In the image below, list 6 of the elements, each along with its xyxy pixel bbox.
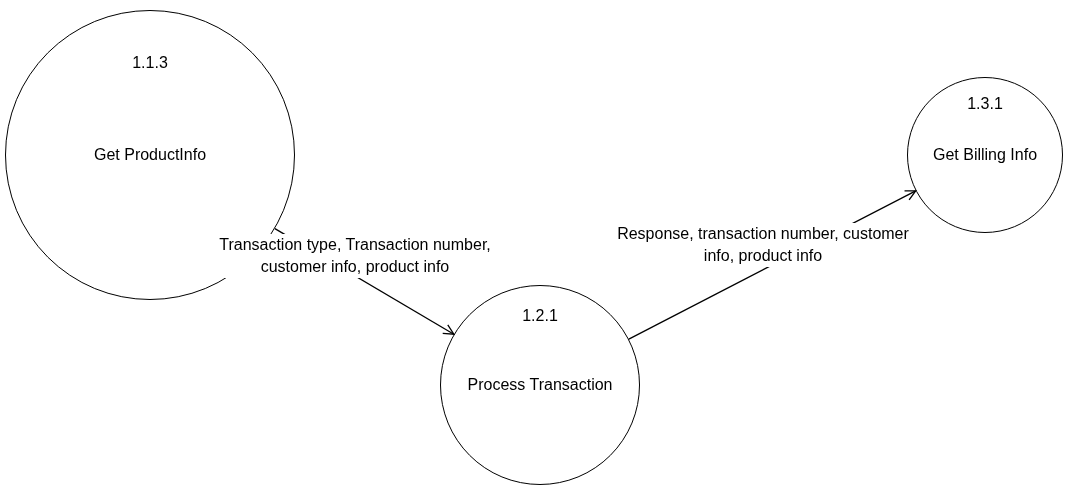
process-number: 1.2.1 bbox=[522, 306, 558, 326]
process-name: Process Transaction bbox=[467, 375, 613, 395]
process-name: Get ProductInfo bbox=[93, 145, 207, 165]
process-name: Get Billing Info bbox=[932, 145, 1038, 165]
process-number: 1.3.1 bbox=[967, 94, 1003, 114]
process-number: 1.1.3 bbox=[132, 53, 168, 73]
